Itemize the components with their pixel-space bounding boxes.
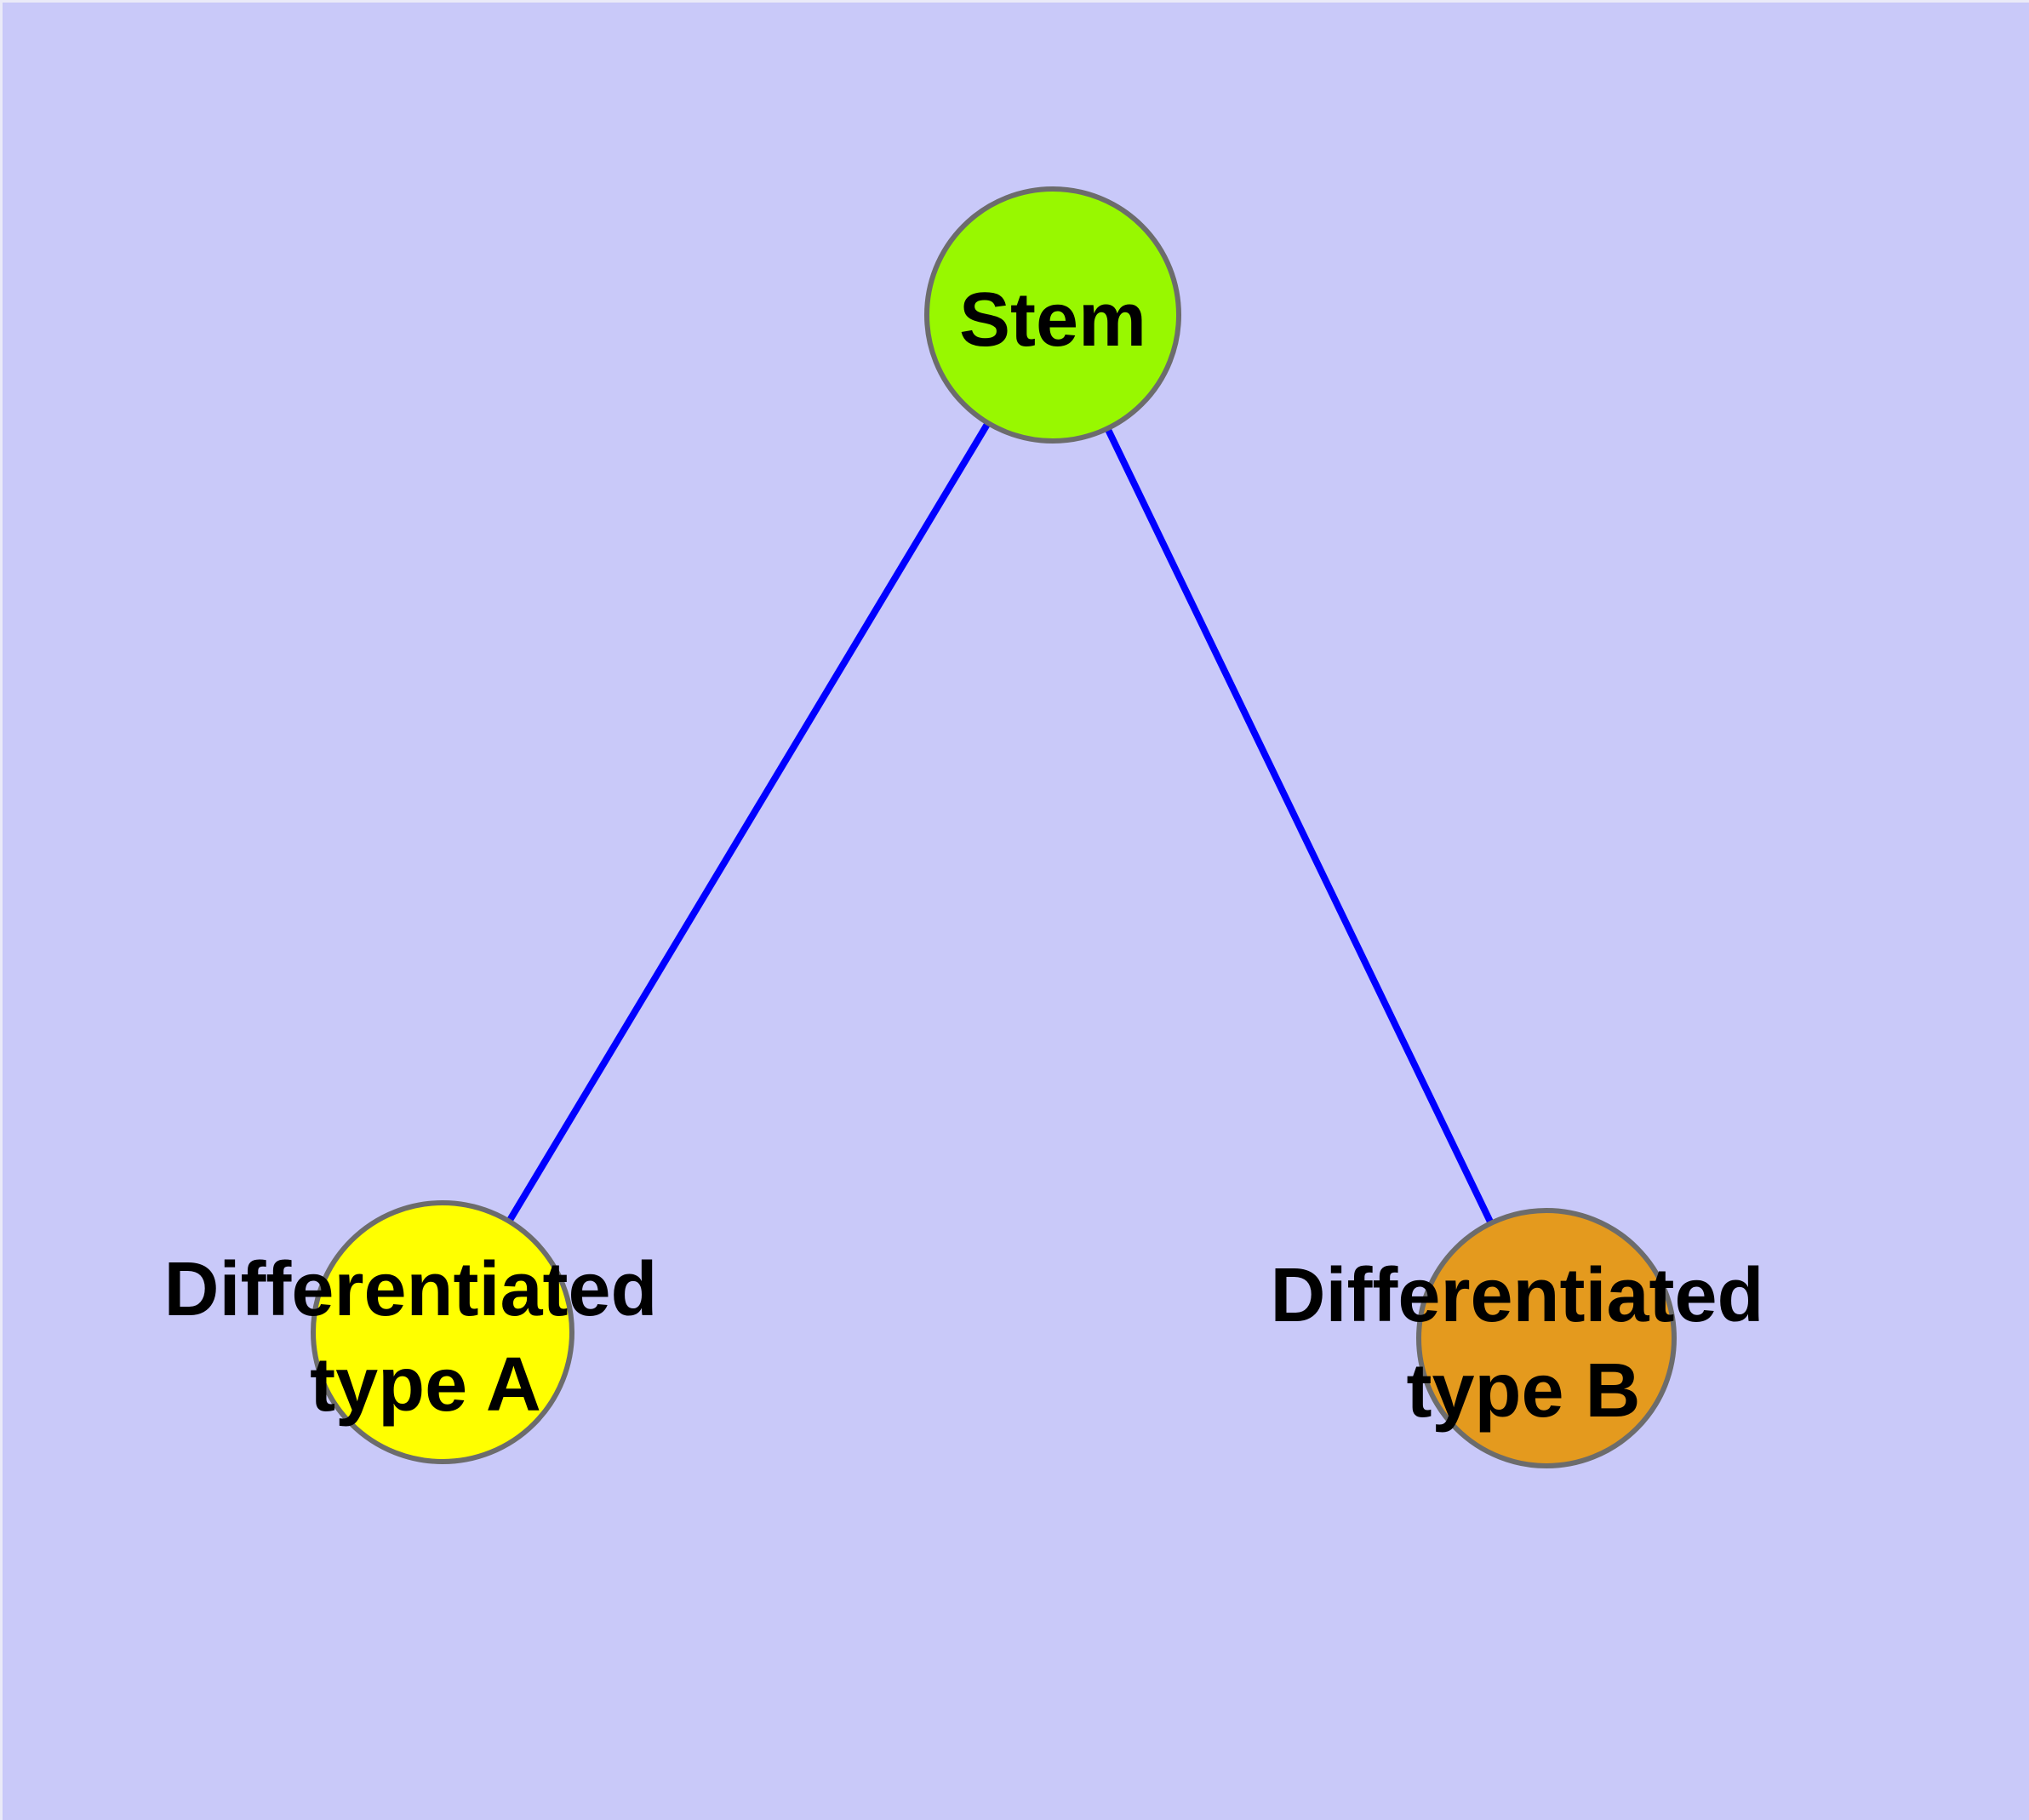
node-type-a-label-line1: Differentiated — [163, 1247, 657, 1332]
node-type-b-label: Differentiated type B — [1270, 1253, 1785, 1434]
node-type-b-circle — [1416, 1208, 1677, 1468]
edge-stem-to-type-a — [439, 312, 1056, 1335]
edge-stem-to-type-b — [1049, 313, 1550, 1340]
node-stem-circle — [924, 186, 1181, 444]
node-type-b-label-line2: type B — [1406, 1348, 1640, 1434]
window-edge-left — [0, 0, 3, 1820]
node-stem-label: Stem — [959, 278, 1146, 363]
window-edge-top — [0, 0, 2029, 3]
node-type-b-label-line1: Differentiated — [1270, 1253, 1763, 1338]
node-type-a-label: Differentiated type A — [163, 1247, 678, 1428]
node-stem-label-line1: Stem — [959, 278, 1146, 363]
node-type-a-label-line2: type A — [310, 1342, 541, 1428]
node-type-a-circle — [311, 1200, 574, 1464]
